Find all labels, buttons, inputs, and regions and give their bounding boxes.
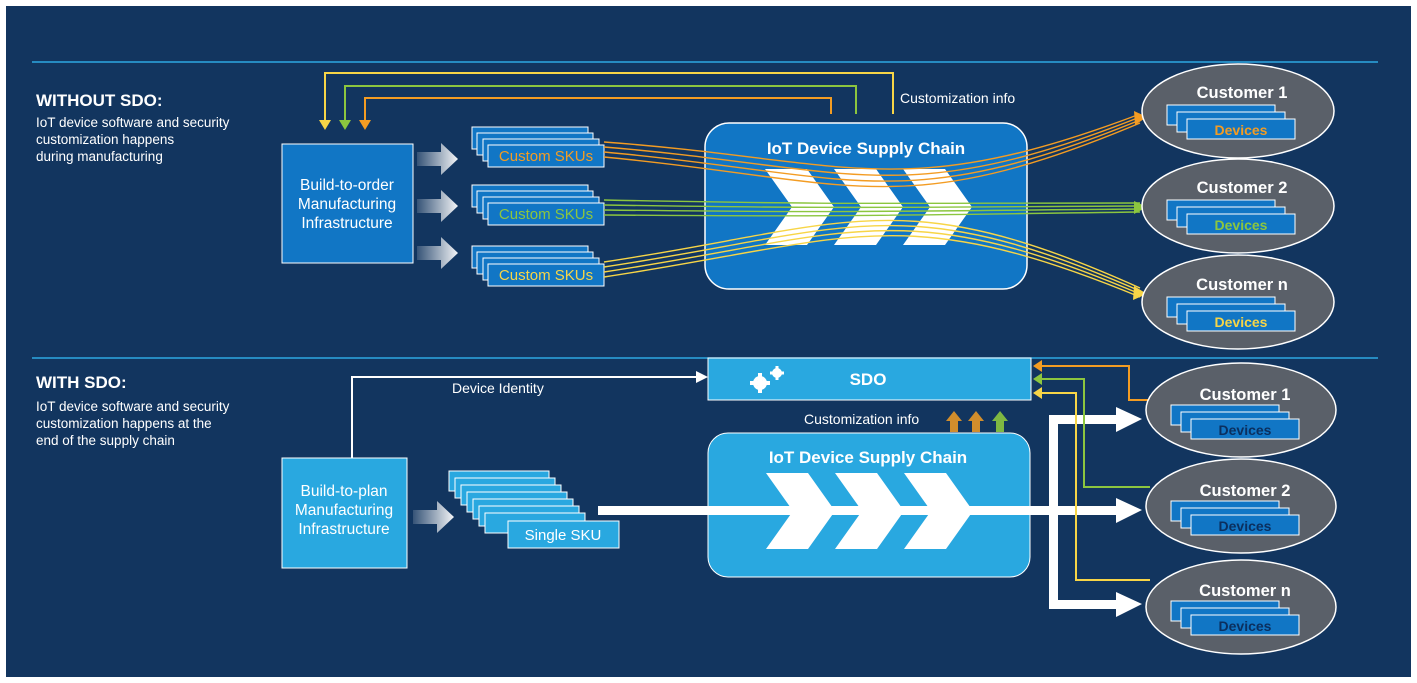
customer-top-1-name: Customer 1 [1197,84,1288,102]
single-sku-label: Single SKU [525,527,602,544]
fade-arrow-1 [417,143,458,175]
sdo-feedback-lines [1033,360,1150,581]
customer-top-1-devices: Devices [1215,122,1268,138]
with-description-line-3: end of the supply chain [36,433,175,448]
customer-bottom-1: Customer 1 Devices [1145,362,1337,458]
customer-top-n-name: Customer n [1196,276,1288,294]
with-description-line-2: customization happens at the [36,416,212,431]
orange-bundle [603,113,1141,188]
sdo-arrowhead-green [1033,373,1042,385]
build-to-order-line-2: Manufacturing [298,196,396,213]
build-to-plan-output-arrow [413,501,454,533]
custom-sku-label-1: Custom SKUs [499,148,593,165]
sdo-arrowhead-yellow [1033,387,1042,399]
sdo-label: SDO [850,370,887,389]
green-bundle [603,199,1141,217]
feedback-arrowhead-green [339,120,351,130]
orange-arrowhead [1134,111,1147,125]
customer-top-2: Customer 2 Devices [1141,158,1335,254]
fade-arrow-3 [417,237,458,269]
custom-sku-stack-3: Custom SKUs [471,245,605,287]
with-description-line-1: IoT device software and security [36,399,230,414]
delivery-lines [603,111,1147,300]
customer-bottom-n: Customer n Devices [1145,559,1337,655]
custom-sku-label-2: Custom SKUs [499,206,593,223]
yellow-arrowhead [1133,286,1147,300]
distribution-bar [1049,419,1058,609]
customization-up-arrows [946,411,1008,432]
up-arrow-orange [946,411,962,432]
customer-bottom-2: Customer 2 Devices [1145,458,1337,554]
sdo-feedback-yellow [1040,392,1150,581]
with-customization-label: Customization info [804,411,919,427]
customization-feedback-lines [319,72,894,130]
up-arrow-green [992,411,1008,432]
custom-sku-stack-2: Custom SKUs [471,184,605,226]
build-to-plan-line-2: Manufacturing [295,502,393,519]
without-customization-label: Customization info [900,90,1015,106]
supply-chain-title-bottom: IoT Device Supply Chain [769,448,967,467]
sdo-arrowhead-orange [1033,360,1042,372]
customer-bottom-2-name: Customer 2 [1200,482,1291,500]
build-to-plan-box [281,457,408,569]
build-to-order-line-1: Build-to-order [300,177,394,194]
custom-sku-label-3: Custom SKUs [499,267,593,284]
build-to-order-box [281,143,414,264]
build-to-order-line-3: Infrastructure [301,215,392,232]
green-arrowhead [1134,201,1147,214]
supply-chain-title-top: IoT Device Supply Chain [767,139,965,158]
build-to-plan-line-1: Build-to-plan [300,483,387,500]
yellow-bundle [603,219,1141,298]
customer-top-1: Customer 1 Devices [1141,63,1335,159]
fade-arrow-2 [417,190,458,222]
feedback-arrowhead-yellow [319,120,331,130]
single-sku-stack: Single SKU [448,470,620,549]
custom-sku-stack-1: Custom SKUs [471,126,605,168]
without-heading: WITHOUT SDO: [36,91,163,110]
customer-top-2-devices: Devices [1215,217,1268,233]
customer-top-2-name: Customer 2 [1197,179,1288,197]
build-to-order-output-arrows [417,143,458,269]
build-to-plan-line-3: Infrastructure [298,521,389,538]
customer-bottom-2-devices: Devices [1219,518,1272,534]
gears-icon [750,366,784,393]
with-heading: WITH SDO: [36,373,127,392]
customer-bottom-1-devices: Devices [1219,422,1272,438]
customer-top-n-devices: Devices [1215,314,1268,330]
customer-top-n: Customer n Devices [1141,254,1335,350]
feedback-line-orange [364,97,832,122]
customer-bottom-1-name: Customer 1 [1200,386,1291,404]
customer-bottom-n-name: Customer n [1199,582,1291,600]
device-identity-arrowhead [696,371,708,383]
without-description-line-2: customization happens [36,132,174,147]
customer-bottom-n-devices: Devices [1219,618,1272,634]
up-arrow-orange-2 [968,411,984,432]
sdo-feedback-green [1040,378,1150,488]
without-description-line-3: during manufacturing [36,149,163,164]
feedback-line-yellow [324,72,894,122]
sdo-feedback-orange [1040,365,1150,401]
without-description-line-1: IoT device software and security [36,115,230,130]
device-identity-line [351,376,698,458]
device-identity-label: Device Identity [452,380,544,396]
feedback-line-green [344,85,857,122]
feedback-arrowhead-orange [359,120,371,130]
